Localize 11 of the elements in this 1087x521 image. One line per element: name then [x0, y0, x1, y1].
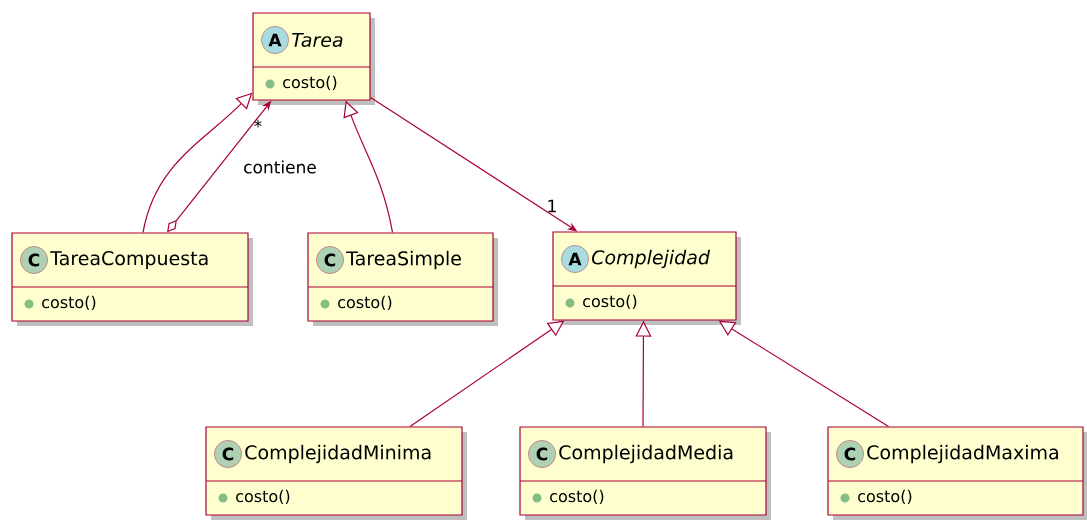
class-box: A Tarea costo() [252, 12, 375, 105]
class-box: C ComplejidadMinima costo() [205, 426, 467, 520]
inheritance-arrow [142, 92, 253, 233]
multiplicity-label: * [254, 119, 262, 128]
class-box: C TareaSimple costo() [307, 232, 498, 326]
class-box: A Complejidad costo() [552, 231, 741, 325]
multiplicity-label: 1 [548, 199, 556, 213]
edge-label: contiene [242, 159, 318, 175]
class-box: C ComplejidadMaxima costo() [827, 426, 1087, 520]
class-box: C ComplejidadMedia costo() [519, 426, 771, 520]
class-box: C TareaCompuesta costo() [11, 232, 253, 326]
